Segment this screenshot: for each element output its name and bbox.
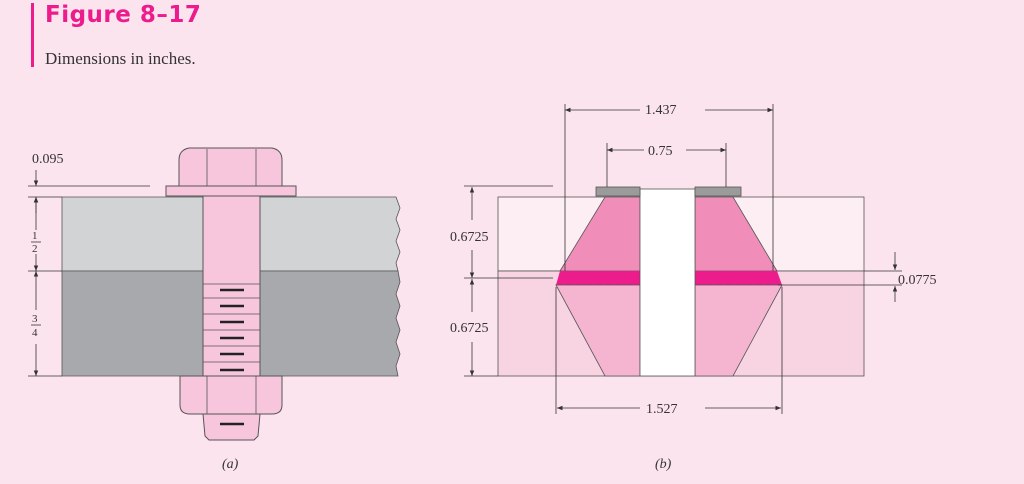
thread-marks <box>220 288 244 426</box>
bolt-hole <box>639 188 696 377</box>
part-a-label: (a) <box>222 457 239 472</box>
figure-caption: Dimensions in inches. <box>45 49 196 68</box>
offset-band-left <box>556 271 640 285</box>
dim-washer-width: 0.75 <box>648 144 673 159</box>
dim-washer-thickness: 0.095 <box>32 152 64 167</box>
figure-title: Figure 8–17 <box>45 2 202 28</box>
bolt-head <box>178 147 283 187</box>
dim-upper-denominator: 2 <box>32 243 38 255</box>
dim-lower-numerator: 3 <box>32 313 38 325</box>
bolt-tip <box>202 413 261 441</box>
dim-offset: 0.0775 <box>898 273 937 288</box>
dim-lower-denominator: 4 <box>32 327 38 339</box>
dim-lower-cone-height: 0.6725 <box>450 321 489 336</box>
washer-left <box>595 186 641 197</box>
nut <box>179 375 283 415</box>
bolt-shank <box>202 195 261 377</box>
washer-right <box>694 186 742 197</box>
part-a-bolted-joint: 0.095 1 2 3 4 (a) <box>28 147 401 472</box>
dim-upper-numerator: 1 <box>32 230 38 242</box>
dim-upper-cone-height: 0.6725 <box>450 230 489 245</box>
figure-accent-bar <box>31 3 34 67</box>
dim-cone-top-width: 1.437 <box>645 103 677 118</box>
part-b-pressure-cone: 1.437 0.75 0.6725 0.6725 0.0775 1.527 (b… <box>450 103 937 472</box>
offset-band-right <box>695 271 782 285</box>
part-b-label: (b) <box>655 457 672 472</box>
dim-cone-bottom-width: 1.527 <box>646 402 678 417</box>
bolt-washer <box>165 185 297 197</box>
